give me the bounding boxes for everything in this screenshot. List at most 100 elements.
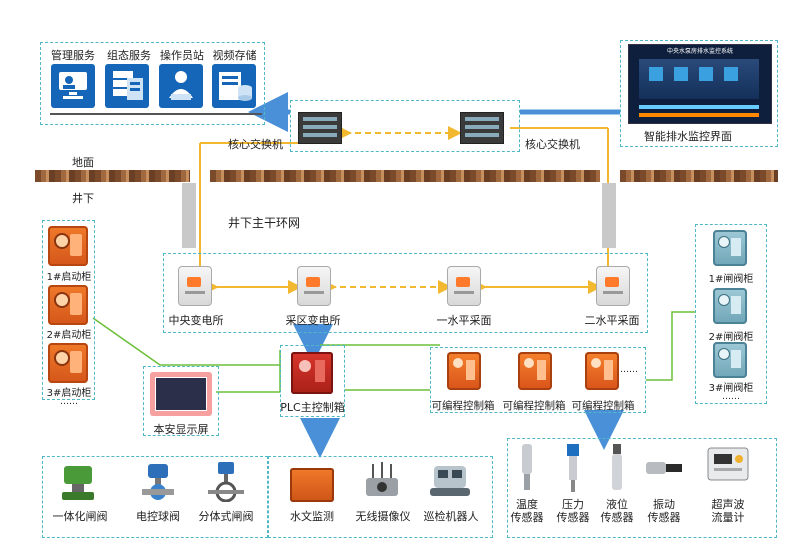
shaft-left (182, 183, 196, 248)
service-label-manage: 管理服务 (51, 49, 95, 62)
plc-device (291, 352, 333, 394)
ring-network-label: 井下主干环网 (228, 216, 301, 230)
controller-3-label: 可编程控制箱 (571, 400, 635, 412)
valve-cabinet-2 (713, 288, 747, 324)
service-label-operator: 操作员站 (160, 49, 204, 62)
services-base-line (50, 113, 262, 115)
shaft-right (602, 183, 616, 248)
temperature-sensor-icon (518, 444, 536, 494)
pressure-sensor-icon (564, 444, 582, 494)
monitor-label: 智能排水监控界面 (644, 130, 732, 143)
monitor-screen: 中央水泵房排水监控系统 (628, 44, 772, 124)
valve-cabinet-label-1: 1#闸阀柜 (708, 274, 754, 285)
service-label-storage: 视频存储 (212, 49, 257, 62)
monitor-box (620, 40, 778, 147)
plc-label: PLC主控制箱 (280, 401, 345, 414)
station-2-label: 采区变电所 (285, 314, 341, 327)
ring-box (163, 253, 648, 333)
services-box (40, 42, 265, 125)
valve-cabinet-label-more: …… (722, 392, 740, 402)
core-switch-left-label: 核心交换机 (228, 138, 283, 151)
station-2-device (297, 266, 331, 306)
pressure-sensor-line2: 传感器 (556, 511, 590, 524)
vibration-sensor-label: 振动 传感器 (640, 498, 688, 524)
station-1-label: 中央变电所 (168, 314, 224, 327)
starter-label-3: 3#启动柜 (46, 388, 92, 399)
pressure-sensor-label: 压力 传感器 (549, 498, 597, 524)
level-sensor-line2: 传感器 (600, 511, 634, 524)
integrated-gate-valve-label: 一体化闸阀 (52, 510, 108, 523)
valves-box (42, 456, 268, 538)
core-switch-right-label: 核心交换机 (525, 138, 580, 151)
ground-strip-middle (210, 170, 600, 182)
electric-ball-valve-icon (140, 462, 176, 502)
inspection-robot-icon (428, 462, 472, 502)
pressure-sensor-line1: 压力 (562, 498, 584, 511)
server-rack-icon (105, 64, 149, 108)
level-sensor-line1: 液位 (606, 498, 628, 511)
starter-cabinet-3 (48, 343, 88, 383)
ground-label: 地面 (72, 156, 94, 169)
station-4-device (596, 266, 630, 306)
display-label: 本安显示屏 (153, 423, 209, 436)
controller-1-device (447, 352, 481, 390)
core-switch-right-device (460, 112, 504, 144)
ultrasonic-flowmeter-line1: 超声波 (711, 498, 745, 511)
temperature-sensor-label: 温度 传感器 (503, 498, 551, 524)
monitor-screen-title: 中央水泵房排水监控系统 (666, 48, 733, 55)
display-screen (150, 372, 212, 416)
ultrasonic-flowmeter-line2: 流量计 (711, 511, 745, 524)
storage-icon (212, 64, 256, 108)
starter-label-more: …… (60, 397, 78, 407)
starter-label-1: 1#启动柜 (46, 272, 92, 283)
station-3-device (447, 266, 481, 306)
plc-box (280, 345, 345, 417)
underground-label: 井下 (72, 192, 94, 205)
temperature-sensor-line1: 温度 (516, 498, 538, 511)
vibration-sensor-line1: 振动 (653, 498, 675, 511)
display-box (143, 366, 219, 436)
hydrology-monitor-icon (290, 468, 334, 502)
starter-label-2: 2#启动柜 (46, 330, 92, 341)
level-sensor-icon (608, 444, 626, 494)
monitoring-box (268, 456, 493, 538)
controller-3-device (585, 352, 619, 390)
service-label-config: 组态服务 (107, 49, 151, 62)
station-4-label: 二水平采面 (584, 314, 640, 327)
controller-2-device (518, 352, 552, 390)
controller-1-label: 可编程控制箱 (431, 400, 495, 412)
split-gate-valve-icon (206, 460, 246, 503)
valve-cabinet-label-3: 3#闸阀柜 (708, 383, 754, 394)
monitor-user-icon (51, 64, 95, 108)
wireless-camera-label: 无线摄像仪 (355, 510, 411, 523)
level-sensor-label: 液位 传感器 (593, 498, 641, 524)
station-1-device (178, 266, 212, 306)
ground-strip-right (620, 170, 778, 182)
core-switch-left-device (298, 112, 342, 144)
split-gate-valve-label: 分体式闸阀 (198, 510, 254, 523)
sensors-box (507, 438, 777, 538)
vibration-sensor-icon (644, 452, 684, 482)
wireless-camera-icon (362, 462, 402, 502)
ground-strip-left (35, 170, 190, 182)
vibration-sensor-line2: 传感器 (647, 511, 681, 524)
integrated-gate-valve-icon (58, 462, 98, 502)
controllers-more: …… (620, 365, 638, 375)
valve-cabinet-3 (713, 342, 747, 378)
valve-cabinet-1 (713, 230, 747, 266)
valve-cabinet-label-2: 2#闸阀柜 (708, 332, 754, 343)
inspection-robot-label: 巡检机器人 (423, 510, 479, 523)
controller-2-label: 可编程控制箱 (502, 400, 566, 412)
electric-ball-valve-label: 电控球阀 (136, 510, 180, 523)
hydrology-monitor-label: 水文监测 (290, 510, 334, 523)
valve-cabinet-box (695, 224, 767, 404)
operator-icon (159, 64, 203, 108)
starter-cabinet-2 (48, 285, 88, 325)
ultrasonic-flowmeter-icon (706, 446, 750, 486)
temperature-sensor-line2: 传感器 (510, 511, 544, 524)
controllers-box (430, 347, 646, 413)
station-3-label: 一水平采面 (436, 314, 492, 327)
core-switch-box (290, 100, 520, 152)
starter-box (42, 220, 95, 400)
